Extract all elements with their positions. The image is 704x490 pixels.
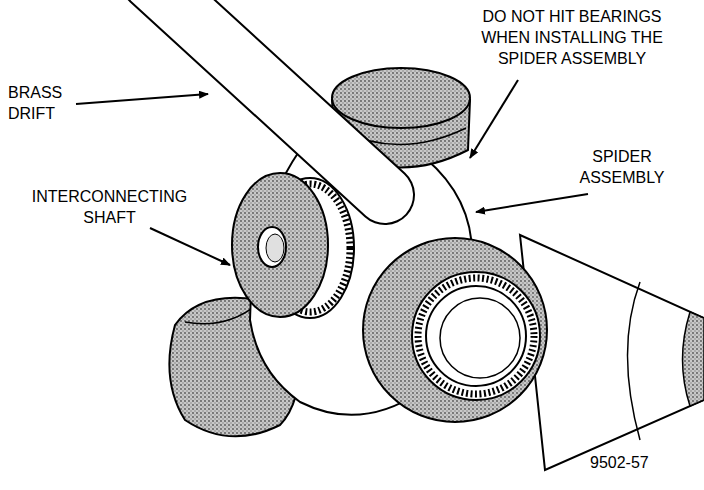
interconnecting-shaft-end [232,173,354,318]
leader-line [470,80,518,158]
leader-lines [76,80,588,265]
front-roller [363,238,547,422]
brass-drift [150,0,385,195]
leader-line [150,228,230,265]
leader-line [76,94,208,104]
part-label: INTERCONNECTING SHAFT [22,186,197,228]
leader-line [476,194,588,212]
note-label: DO NOT HIT BEARINGS WHEN INSTALLING THE … [472,6,672,69]
output-shaft [520,235,704,470]
part-label: BRASS DRIFT [8,82,78,124]
part-label: SPIDER ASSEMBLY [562,146,682,188]
figure-number: 9502-57 [590,452,680,473]
